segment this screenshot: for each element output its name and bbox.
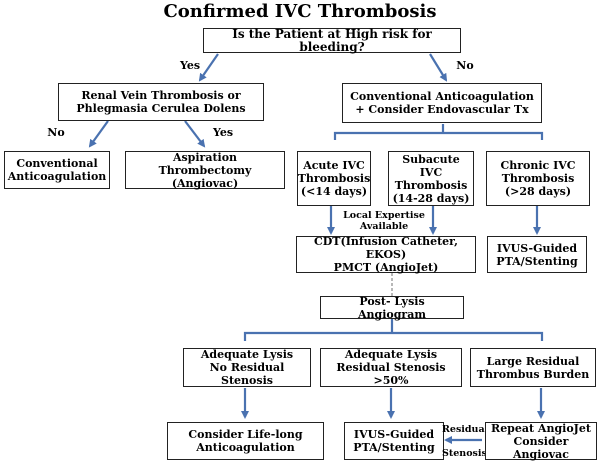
arrow-renal-to-conventional-anticoag	[88, 120, 109, 148]
label-no-1: No	[456, 59, 474, 72]
node-adequate-res: Adequate Lysis Residual Stenosis >50%	[320, 348, 462, 387]
arrow-question-to-conventional-tx	[429, 53, 448, 82]
label-no-2: No	[47, 126, 65, 139]
node-conventional-anticoag: Conventional Anticoagulation	[4, 151, 110, 189]
label-yes-1: Yes	[179, 59, 201, 72]
node-renal: Renal Vein Thrombosis or Phlegmasia Ceru…	[58, 83, 264, 121]
label-stenosis: Stenosis	[442, 448, 487, 459]
node-acute: Acute IVC Thrombosis (<14 days)	[297, 151, 371, 206]
node-large-residual: Large Residual Thrombus Burden	[470, 348, 596, 387]
arrow-question-to-renal	[198, 53, 219, 82]
label-yes-2: Yes	[212, 126, 234, 139]
label-residual: Residual	[442, 424, 489, 435]
node-conventional-tx: Conventional Anticoagulation + Consider …	[342, 83, 542, 123]
bracket-post-lysis	[243, 319, 544, 341]
node-chronic: Chronic IVC Thrombosis (>28 days)	[486, 151, 590, 206]
arrow-renal-to-aspiration	[184, 120, 206, 148]
node-ivus-pta-2: IVUS-Guided PTA/Stenting	[344, 422, 444, 460]
node-aspiration: Aspiration Thrombectomy (Angiovac)	[125, 151, 285, 190]
node-post-lysis: Post- Lysis Angiogram	[320, 295, 464, 321]
node-question: Is the Patient at High risk for bleeding…	[203, 27, 461, 53]
page-title: Confirmed IVC Thrombosis	[163, 1, 437, 22]
node-ivus-pta-1: IVUS-Guided PTA/Stenting	[487, 236, 587, 273]
label-local-expertise: Local Expertise Available	[343, 210, 425, 232]
node-adequate-no: Adequate Lysis No Residual Stenosis	[183, 348, 311, 387]
node-lifelong: Consider Life-long Anticoagulation	[167, 422, 324, 460]
bracket-conventional-tx	[333, 124, 544, 140]
node-cdt: CDT(Infusion Catheter, EKOS) PMCT (Angio…	[296, 235, 476, 274]
node-subacute: Subacute IVC Thrombosis (14-28 days)	[388, 151, 474, 206]
node-repeat: Repeat AngioJet Consider Angiovac	[485, 422, 597, 461]
